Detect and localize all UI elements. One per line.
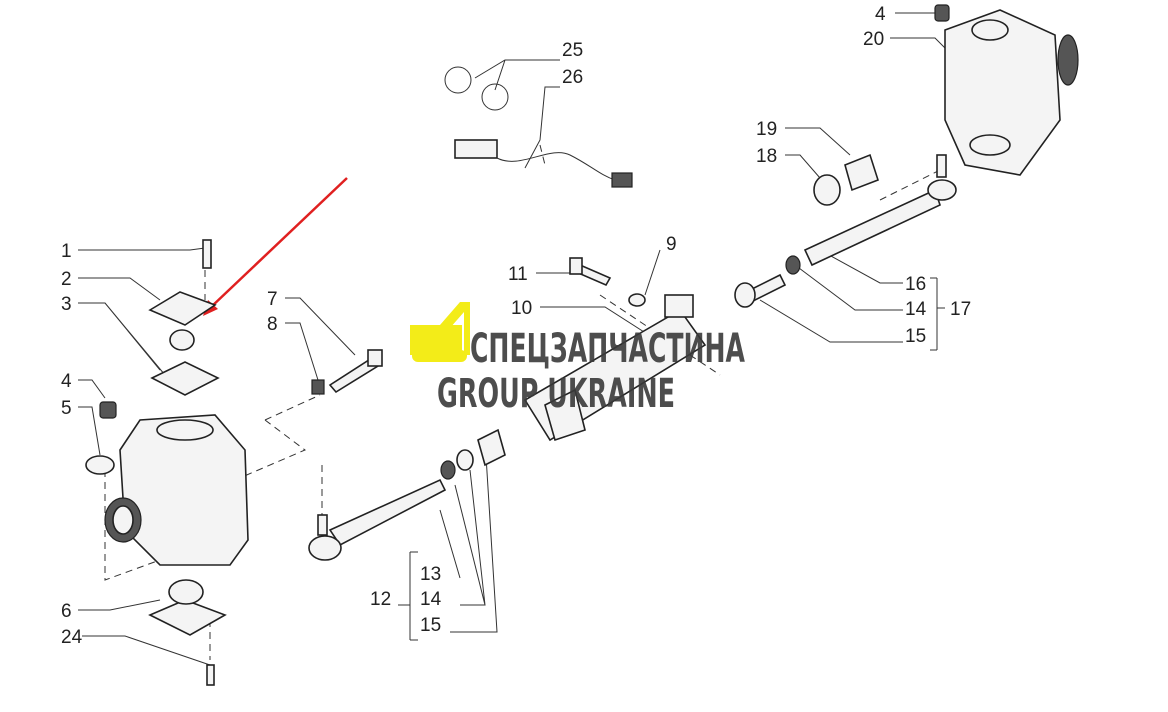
callout-26: 26 xyxy=(562,67,583,88)
watermark-line1: СПЕЦЗАПЧАСТИНА xyxy=(470,326,745,372)
callout-17: 17 xyxy=(950,299,971,320)
parts xyxy=(85,4,1079,686)
callout-11: 11 xyxy=(508,264,528,285)
watermark-logo: СПЕЦЗАПЧАСТИНА GROUP UKRAINE xyxy=(410,302,745,417)
callout-18: 18 xyxy=(756,146,777,167)
callout-1: 1 xyxy=(61,241,72,262)
callout-5: 5 xyxy=(61,398,72,419)
callout-12: 12 xyxy=(370,589,391,610)
callout-19: 19 xyxy=(756,119,777,140)
callout-4-left: 4 xyxy=(61,371,72,392)
callout-15-bottom: 15 xyxy=(420,615,441,636)
callout-16: 16 xyxy=(905,274,926,295)
watermark-line2: GROUP UKRAINE xyxy=(437,371,675,417)
callout-14-bottom: 14 xyxy=(420,589,442,610)
leader-lines xyxy=(78,12,946,666)
callout-15-right: 15 xyxy=(905,326,926,347)
callout-25: 25 xyxy=(562,40,583,61)
callout-14-right: 14 xyxy=(905,299,927,320)
callout-7: 7 xyxy=(267,289,278,310)
callout-10: 10 xyxy=(511,298,532,319)
callout-20: 20 xyxy=(863,29,884,50)
callout-4-top: 4 xyxy=(875,4,886,25)
callout-labels: 4 20 25 26 19 18 1 2 3 7 8 11 9 10 16 14… xyxy=(61,4,971,648)
callout-13: 13 xyxy=(420,564,441,585)
excavator-icon xyxy=(410,302,470,362)
callout-6: 6 xyxy=(61,601,72,622)
steering-knuckle-left xyxy=(119,414,249,566)
callout-24: 24 xyxy=(61,627,83,648)
callout-8: 8 xyxy=(267,314,278,335)
callout-2: 2 xyxy=(61,269,72,290)
callout-9: 9 xyxy=(666,234,677,255)
callout-3: 3 xyxy=(61,294,72,315)
